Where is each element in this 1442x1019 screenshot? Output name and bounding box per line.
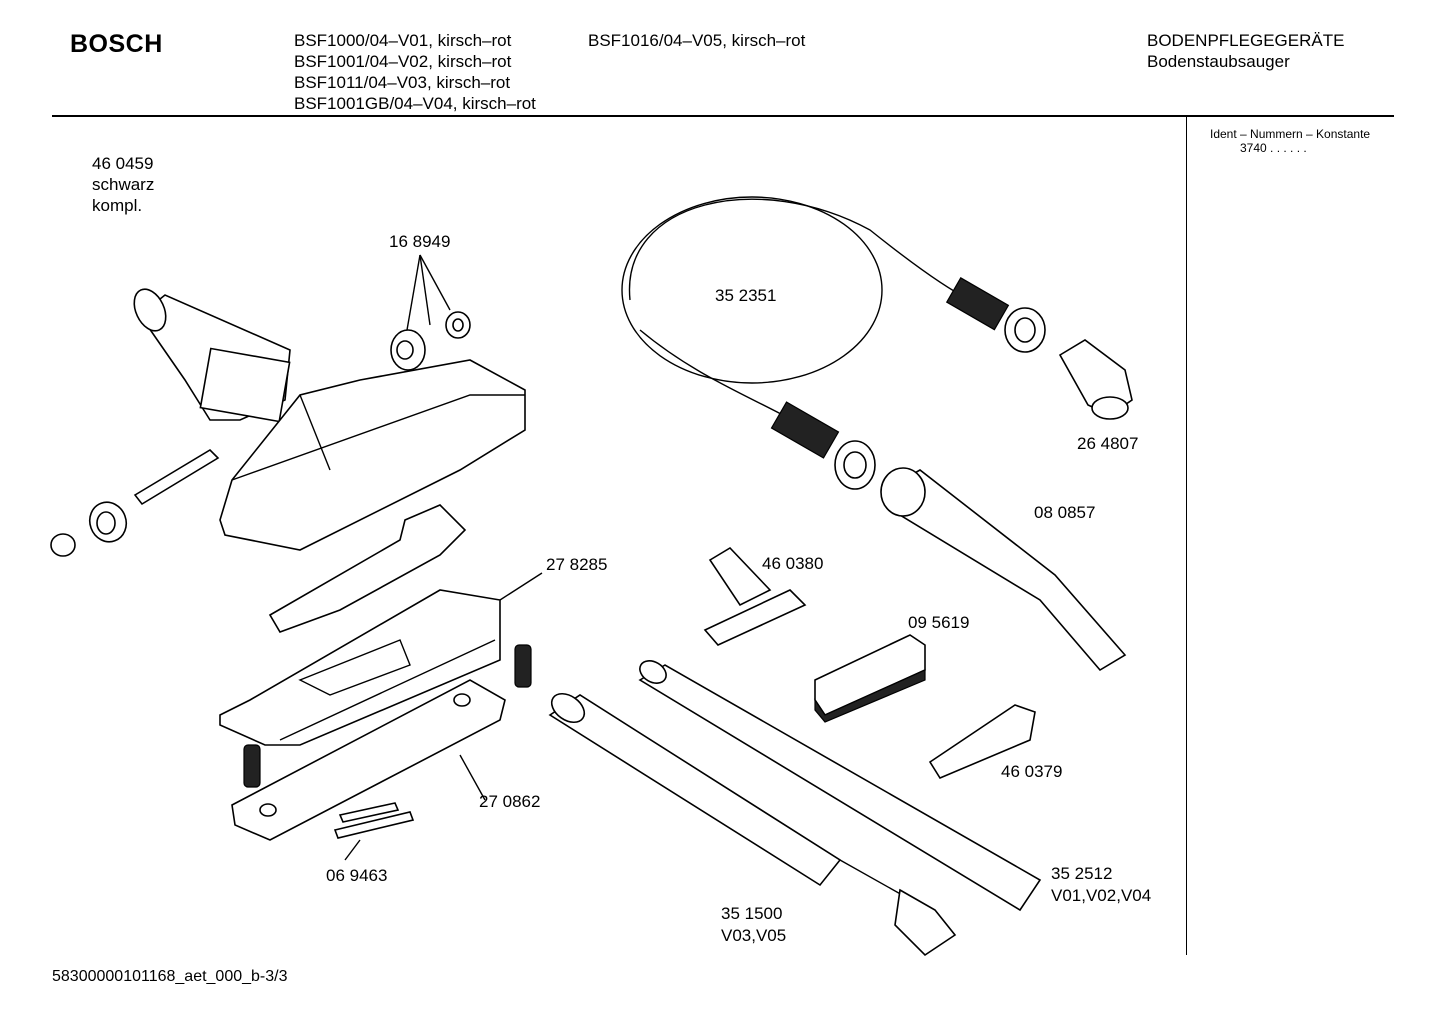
document-footer: 58300000101168_aet_000_b-3/3 <box>52 968 288 985</box>
nozzle-color: schwarz <box>92 175 155 194</box>
nozzle-complete: kompl. <box>92 196 143 215</box>
model-line: BSF1000/04–V01, kirsch–rot <box>294 31 512 50</box>
sole-plate <box>231 679 506 841</box>
category-block: BODENPFLEGEGERÄTE Bodenstaubsauger <box>1147 30 1344 72</box>
part-label: 26 4807 <box>1077 434 1139 453</box>
brush-plate <box>219 589 501 746</box>
crevice-tool <box>928 704 1036 780</box>
part-label: 09 5619 <box>908 613 970 632</box>
nozzle-part-number: 46 0459 <box>92 154 154 173</box>
straight-tube <box>638 660 1042 912</box>
part-label: 08 0857 <box>1034 503 1096 522</box>
felt-strips <box>333 802 415 839</box>
sidebar-divider <box>1186 117 1187 955</box>
handle-tube <box>880 467 1127 672</box>
nozzle-body <box>219 359 526 551</box>
part-variant-label: V03,V05 <box>721 926 787 945</box>
part-label: 35 2351 <box>715 286 777 305</box>
pedal-slider <box>268 504 467 633</box>
ident-block: Ident – Nummern – Konstante 3740 . . . .… <box>1210 127 1370 155</box>
part-label: 46 0379 <box>1001 762 1063 781</box>
leader-lines <box>344 254 543 861</box>
part-label: 27 8285 <box>546 555 608 574</box>
nozzle-neck <box>133 288 291 423</box>
axle-wheels <box>50 311 471 557</box>
model-line: BSF1011/04–V03, kirsch–rot <box>294 73 511 92</box>
suction-hose <box>621 196 1046 490</box>
part-label: 46 0380 <box>762 554 824 573</box>
ident-value: 3740 . . . . . . <box>1240 141 1307 155</box>
model-line: BSF1001/04–V02, kirsch–rot <box>294 52 512 71</box>
part-label: 27 0862 <box>479 792 541 811</box>
springs <box>243 644 532 788</box>
upholstery-nozzle <box>703 546 807 646</box>
model-list-right: BSF1016/04–V05, kirsch–rot <box>588 30 805 51</box>
ident-title: Ident – Nummern – Konstante <box>1210 127 1371 141</box>
category-subtitle: Bodenstaubsauger <box>1147 52 1290 71</box>
part-label: 35 1500 <box>721 904 783 923</box>
model-line: BSF1016/04–V05, kirsch–rot <box>588 31 806 50</box>
part-variant-label: V01,V02,V04 <box>1051 886 1152 905</box>
model-line: BSF1001GB/04–V04, kirsch–rot <box>294 94 536 113</box>
category-title: BODENPFLEGEGERÄTE <box>1147 31 1345 50</box>
part-label: 35 2512 <box>1051 864 1113 883</box>
model-list-left: BSF1000/04–V01, kirsch–rot BSF1001/04–V0… <box>294 30 536 114</box>
part-label: 16 8949 <box>389 232 451 251</box>
telescopic-tube <box>548 692 957 957</box>
header-divider <box>52 115 1394 117</box>
hose-elbow <box>1058 339 1133 420</box>
part-label: 06 9463 <box>326 866 388 885</box>
dusting-brush <box>814 634 926 723</box>
brand-logo: BOSCH <box>70 30 163 58</box>
nozzle-note: 46 0459 schwarz kompl. <box>92 153 154 216</box>
